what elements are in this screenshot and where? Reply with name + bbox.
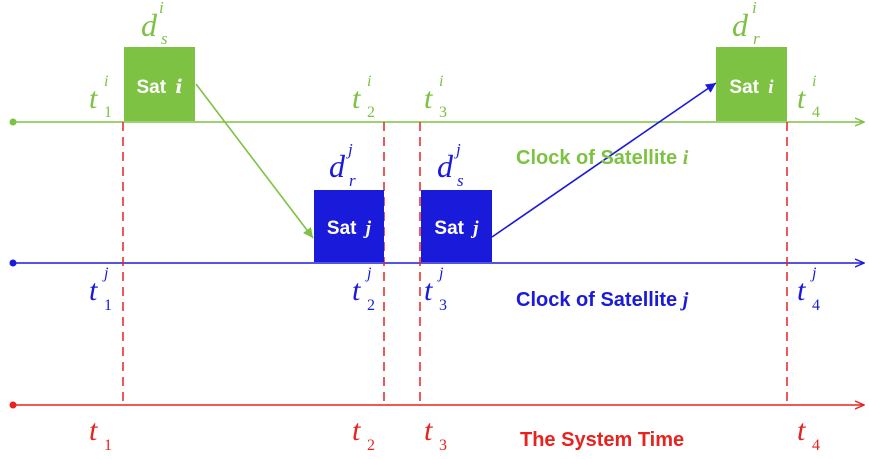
sat-j-send-box: Sat j — [421, 190, 492, 262]
svg-text:t: t — [424, 82, 433, 115]
svg-text:t: t — [352, 274, 361, 307]
svg-text:Sat i: Sat i — [729, 77, 774, 98]
timestamp-t4-system: t 4 — [797, 414, 820, 454]
timestamp-t1-system: t 1 — [89, 414, 112, 454]
delay-label-d-r-j: d j r — [329, 140, 356, 190]
svg-text:t: t — [352, 82, 361, 115]
system-time-label: The System Time — [520, 429, 684, 451]
timestamp-t1-i: t i 1 — [89, 73, 112, 121]
timeline-satellite-i — [9, 119, 865, 126]
svg-text:1: 1 — [104, 437, 112, 454]
svg-text:Sat i: Sat i — [136, 76, 182, 98]
svg-text:i: i — [812, 73, 816, 90]
svg-text:t: t — [797, 274, 806, 307]
svg-text:t: t — [89, 414, 98, 447]
svg-text:3: 3 — [439, 104, 447, 121]
svg-text:j: j — [810, 265, 817, 282]
svg-text:t: t — [424, 414, 433, 447]
svg-text:2: 2 — [367, 437, 375, 454]
timestamp-t3-system: t 3 — [424, 414, 447, 454]
svg-text:i: i — [367, 73, 371, 90]
svg-text:4: 4 — [812, 297, 820, 314]
delay-label-d-r-i: d i r — [732, 0, 760, 48]
svg-text:1: 1 — [104, 297, 112, 314]
svg-text:j: j — [454, 140, 461, 159]
svg-text:Sat j: Sat j — [434, 218, 479, 239]
svg-text:t: t — [797, 82, 806, 115]
delay-label-d-s-i: d i s — [141, 0, 168, 48]
svg-text:Sat j: Sat j — [327, 218, 372, 239]
svg-text:t: t — [352, 414, 361, 447]
timestamp-t2-system: t 2 — [352, 414, 375, 454]
svg-text:d: d — [732, 7, 749, 43]
timestamp-t1-j: t j 1 — [89, 265, 112, 314]
timeline-system — [9, 402, 865, 409]
svg-text:r: r — [753, 29, 760, 48]
clock-satellite-i-label: Clock of Satellite i — [516, 147, 689, 169]
timeline-satellite-j — [9, 260, 865, 267]
message-arrow-i-to-j — [195, 83, 314, 239]
svg-text:1: 1 — [104, 104, 112, 121]
svg-text:i: i — [159, 0, 164, 17]
timestamp-t4-j: t j 4 — [797, 265, 820, 314]
svg-text:d: d — [141, 7, 158, 43]
clock-satellite-j-label: Clock of Satellite j — [516, 289, 689, 311]
svg-text:4: 4 — [812, 104, 820, 121]
delay-label-d-s-j: d j s — [437, 140, 464, 190]
svg-text:i: i — [104, 73, 108, 90]
svg-text:j: j — [346, 140, 353, 159]
svg-text:4: 4 — [812, 437, 820, 454]
timestamp-t4-i: t i 4 — [797, 73, 820, 121]
svg-text:r: r — [349, 171, 356, 190]
svg-text:t: t — [89, 82, 98, 115]
svg-text:2: 2 — [367, 297, 375, 314]
svg-text:j: j — [437, 265, 444, 282]
timestamp-t3-j: t j 3 — [424, 265, 447, 314]
svg-text:i: i — [752, 0, 757, 17]
svg-text:3: 3 — [439, 437, 447, 454]
timestamp-t3-i: t i 3 — [424, 73, 447, 121]
svg-text:d: d — [437, 148, 454, 184]
svg-text:d: d — [329, 148, 346, 184]
svg-text:s: s — [457, 171, 464, 190]
dashed-guides — [122, 122, 788, 405]
timestamp-t2-j: t j 2 — [352, 265, 375, 314]
svg-text:j: j — [102, 265, 109, 282]
svg-text:2: 2 — [367, 104, 375, 121]
timestamp-t2-i: t i 2 — [352, 73, 375, 121]
sat-i-recv-box: Sat i — [716, 47, 787, 121]
svg-text:3: 3 — [439, 297, 447, 314]
svg-text:t: t — [424, 274, 433, 307]
svg-text:t: t — [797, 414, 806, 447]
svg-text:j: j — [365, 265, 372, 282]
svg-text:i: i — [439, 73, 443, 90]
svg-text:t: t — [89, 274, 98, 307]
svg-text:s: s — [161, 29, 168, 48]
sat-j-recv-box: Sat j — [314, 190, 384, 262]
message-arrow-j-to-i — [491, 82, 717, 238]
sat-i-send-box: Sat i — [124, 47, 195, 121]
